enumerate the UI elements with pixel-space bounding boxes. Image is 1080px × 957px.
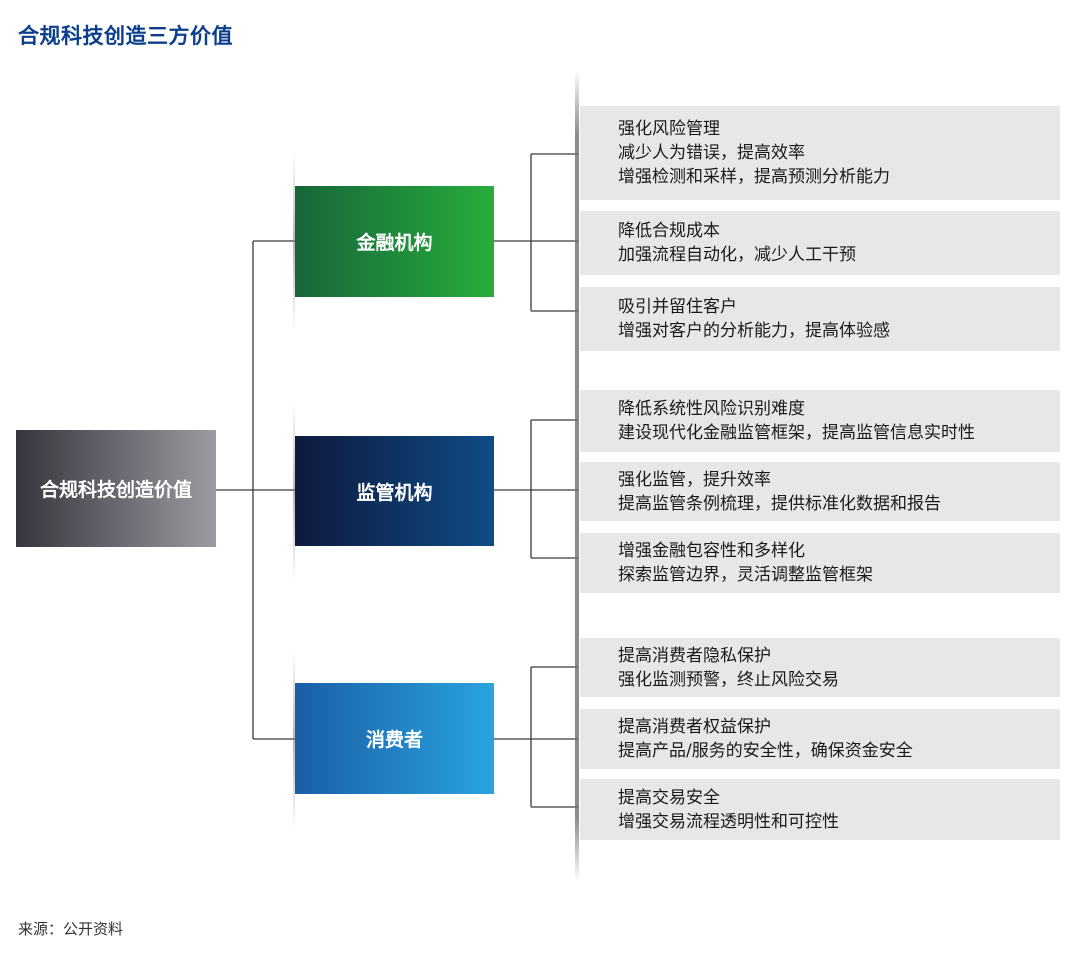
category-regulators: 监管机构	[295, 436, 494, 546]
item-title: 提高消费者隐私保护	[618, 645, 771, 666]
item-title: 降低系统性风险识别难度	[618, 399, 805, 419]
item-title: 强化风险管理	[618, 119, 720, 139]
item-title: 吸引并留住客户	[618, 297, 737, 317]
value-item: 提高交易安全 增强交易流程透明性和可控性	[580, 779, 1060, 840]
item-title: 增强金融包容性和多样化	[618, 541, 805, 561]
divider-line	[575, 70, 579, 882]
item-title: 降低合规成本	[618, 221, 720, 241]
item-title: 提高消费者权益保护	[618, 717, 771, 737]
value-item: 增强金融包容性和多样化 探索监管边界，灵活调整监管框架	[580, 533, 1060, 593]
value-item: 强化风险管理 减少人为错误，提高效率 增强检测和采样，提高预测分析能力	[580, 106, 1060, 200]
item-line: 增强对客户的分析能力，提高体验感	[618, 321, 890, 341]
item-title: 强化监管，提升效率	[618, 469, 771, 490]
item-line: 增强检测和采样，提高预测分析能力	[618, 167, 890, 187]
item-line: 加强流程自动化，减少人工干预	[618, 245, 856, 265]
value-item: 降低合规成本 加强流程自动化，减少人工干预	[580, 211, 1060, 275]
category-financial-institutions: 金融机构	[295, 186, 494, 297]
root-node: 合规科技创造价值	[16, 430, 216, 547]
box-shadow	[293, 402, 295, 582]
category-consumers: 消费者	[295, 683, 494, 794]
box-shadow	[293, 650, 295, 830]
value-item: 强化监管，提升效率 提高监管条例梳理，提供标准化数据和报告	[580, 462, 1060, 521]
value-item: 提高消费者隐私保护 强化监测预警，终止风险交易	[580, 638, 1060, 697]
box-shadow	[293, 152, 295, 332]
page-title: 合规科技创造三方价值	[18, 24, 233, 48]
value-item: 降低系统性风险识别难度 建设现代化金融监管框架，提高监管信息实时性	[580, 390, 1060, 452]
value-item: 提高消费者权益保护 提高产品/服务的安全性，确保资金安全	[580, 709, 1060, 769]
item-line: 提高产品/服务的安全性，确保资金安全	[618, 741, 913, 761]
item-line: 提高监管条例梳理，提供标准化数据和报告	[618, 493, 941, 514]
item-line: 探索监管边界，灵活调整监管框架	[618, 565, 873, 585]
value-item: 吸引并留住客户 增强对客户的分析能力，提高体验感	[580, 287, 1060, 351]
item-line: 减少人为错误，提高效率	[618, 143, 805, 163]
item-title: 提高交易安全	[618, 787, 720, 808]
item-line: 建设现代化金融监管框架，提高监管信息实时性	[618, 423, 975, 443]
item-line: 强化监测预警，终止风险交易	[618, 669, 839, 690]
item-line: 增强交易流程透明性和可控性	[618, 811, 839, 832]
source-note: 来源：公开资料	[18, 920, 124, 938]
